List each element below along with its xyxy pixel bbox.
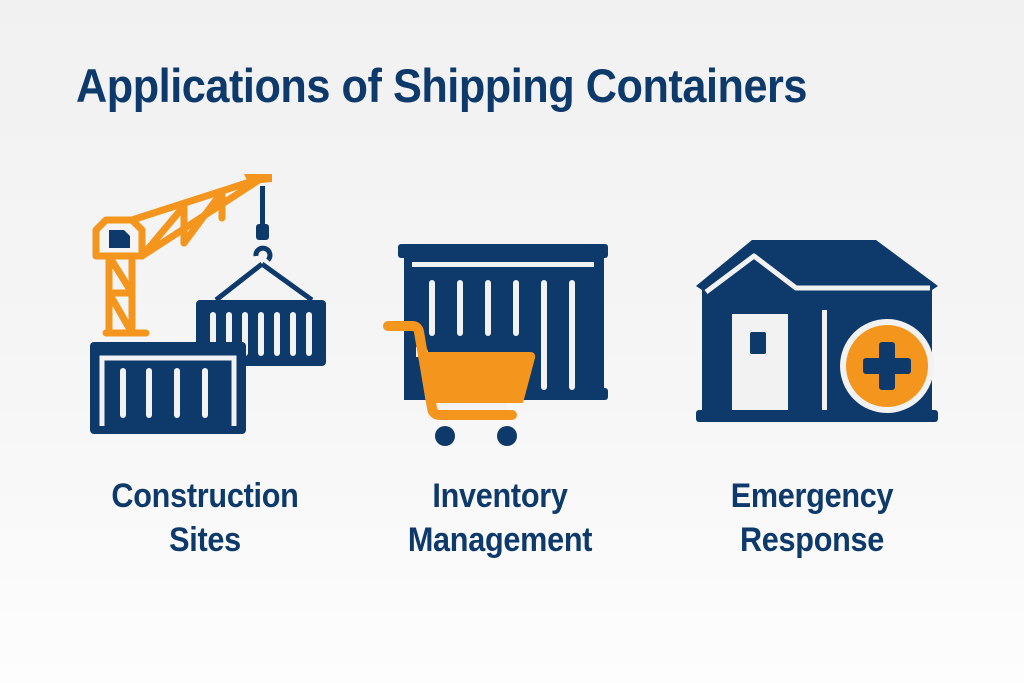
page-title: Applications of Shipping Containers <box>76 59 807 112</box>
house-with-medical-cross-icon <box>692 234 942 426</box>
construction-sites-label: Construction Sites <box>111 477 299 559</box>
emergency-response-label: Emergency Response <box>730 477 894 559</box>
crane-with-containers-icon <box>84 168 334 438</box>
container-with-shopping-cart-icon <box>380 240 620 450</box>
inventory-management-label: Inventory Management <box>407 477 593 559</box>
